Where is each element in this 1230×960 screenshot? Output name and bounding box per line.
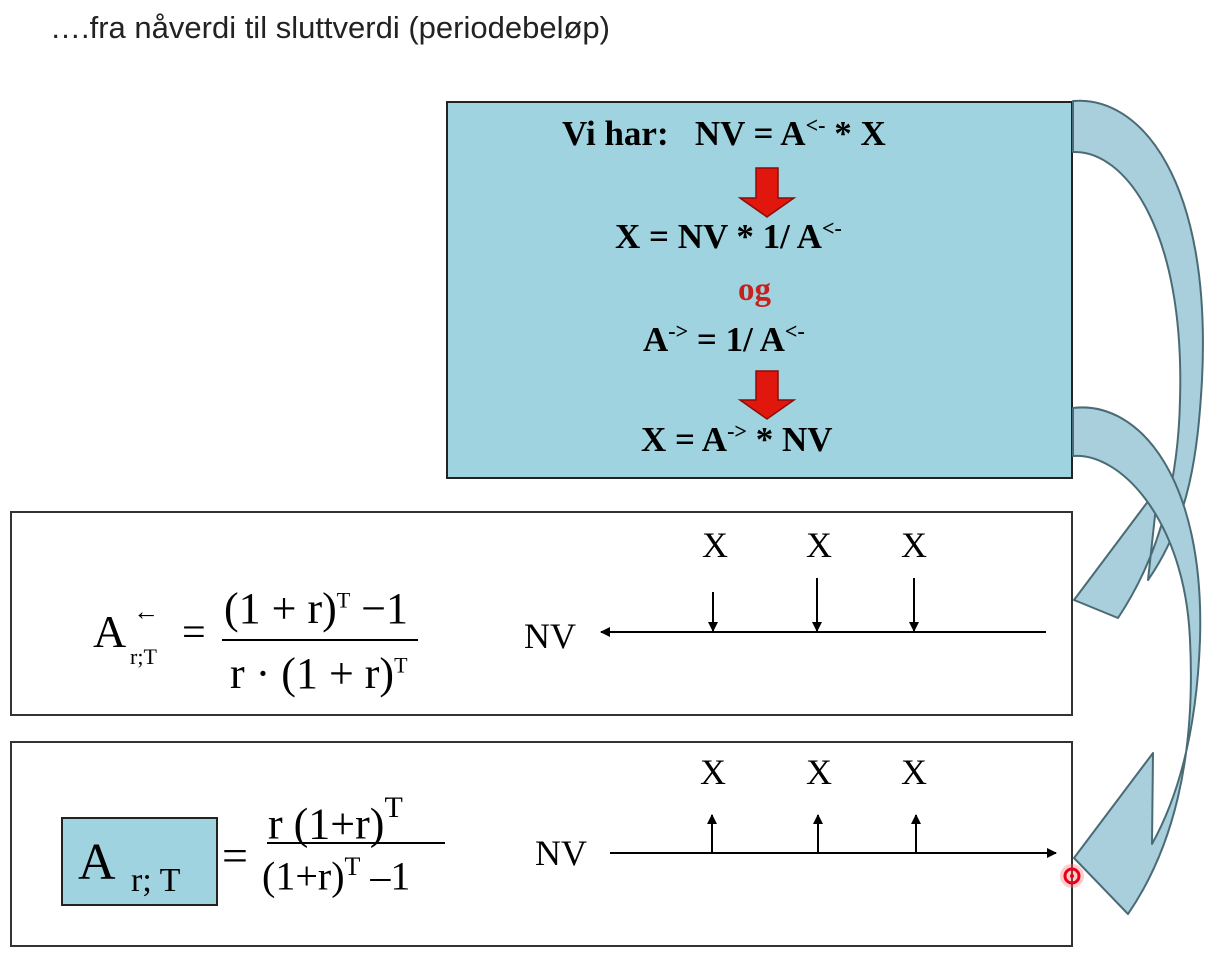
eq2-text: X = NV * 1/ A (615, 217, 822, 256)
f1-subscript: r;T (130, 644, 157, 669)
eq-x-result: X = A-> * NV (641, 420, 833, 460)
f1-num-exp: T (336, 587, 351, 613)
eq2-sup: <- (821, 215, 842, 241)
f1-numerator: (1 + r)T −1 (224, 583, 408, 634)
derivation-box (446, 101, 1073, 479)
highlighted-factor-box (61, 817, 218, 906)
eq3-a: A (643, 320, 669, 359)
f1-num-base: (1 + r) (224, 584, 337, 633)
f1-den-base: r · (1 + r) (230, 649, 395, 698)
f2-den-exp: T (344, 852, 361, 881)
eq4-sup: -> (727, 418, 747, 444)
f2-fraction-bar (267, 842, 445, 844)
f2-num-exp: T (384, 791, 403, 824)
f2-numerator: r (1+r)T (268, 791, 403, 850)
f1-den-exp: T (394, 652, 408, 678)
t2-x2: X (806, 752, 832, 792)
t2-nv: NV (535, 833, 587, 873)
f1-equals: = (182, 610, 206, 656)
f1-denominator: r · (1 + r)T (230, 648, 408, 699)
f2-equals: = (222, 830, 248, 881)
t1-x3: X (901, 525, 927, 565)
f2-denominator: (1+r)T –1 (262, 852, 410, 899)
slide-heading: ….fra nåverdi til sluttverdi (periodebel… (50, 10, 610, 45)
eq3-sup2: <- (784, 318, 805, 344)
eq3-sup1: -> (668, 318, 689, 344)
og-label: og (738, 272, 771, 308)
vi-har-label: Vi har: (562, 114, 669, 153)
eq1-right: * X (825, 114, 886, 153)
eq-a-relation: A-> = 1/ A<- (643, 320, 805, 360)
t2-x1: X (700, 752, 726, 792)
f2-num-base: r (1+r) (268, 799, 385, 849)
annuity-factor-panel (10, 511, 1073, 716)
t2-x3: X (901, 752, 927, 792)
red-down-arrow-1 (737, 167, 797, 218)
f2-den-tail: –1 (360, 853, 411, 899)
f2-den-base: (1+r) (262, 853, 345, 899)
eq-x-nv: X = NV * 1/ A<- (615, 217, 842, 257)
curved-connector-1 (1072, 99, 1204, 619)
t1-x2: X (806, 525, 832, 565)
f1-a: A (93, 606, 127, 657)
eq1-left: NV = A (694, 114, 806, 153)
eq4-b: * NV (746, 420, 833, 459)
t1-x1: X (702, 525, 728, 565)
red-down-arrow-2 (737, 370, 797, 420)
f1-left-arrow: ← (133, 597, 159, 626)
eq3-b: = 1/ A (688, 320, 785, 359)
f1-fraction-bar (222, 639, 418, 641)
t1-nv: NV (524, 616, 576, 656)
eq1-sup: <- (805, 112, 826, 138)
f2-subscript: r; T (131, 862, 181, 899)
curved-connector-2 (1072, 406, 1202, 915)
eq4-a: X = A (641, 420, 728, 459)
laser-pointer-icon (1060, 864, 1084, 888)
f2-a: A (78, 834, 116, 891)
eq-vi-har: Vi har: NV = A<- * X (562, 114, 886, 154)
f1-num-tail: −1 (350, 584, 409, 633)
